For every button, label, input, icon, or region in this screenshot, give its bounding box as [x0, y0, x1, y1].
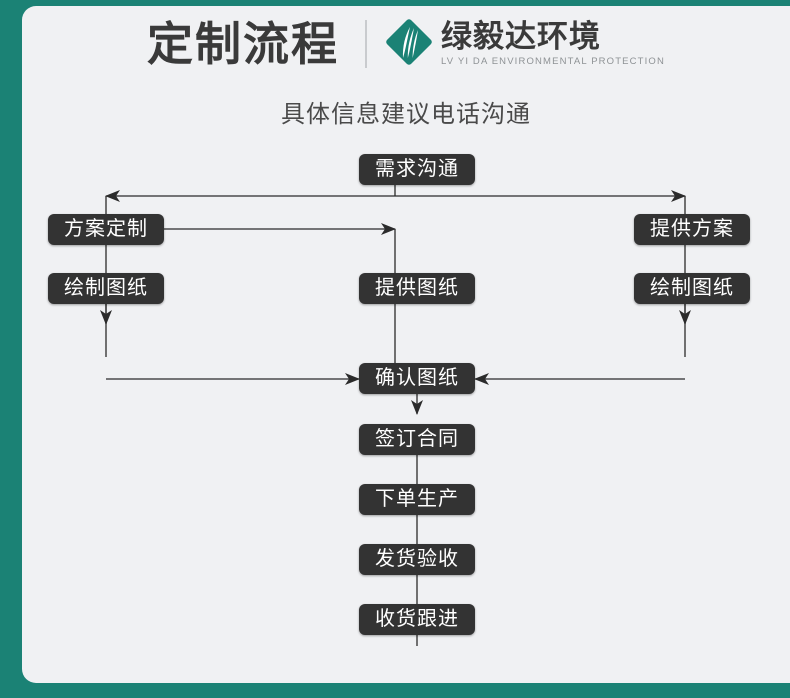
flow-node-ship[interactable]: 发货验收 [359, 544, 475, 575]
logo-wordmark: 绿毅达环境 LV YI DA ENVIRONMENTAL PROTECTION [441, 21, 665, 67]
flow-diagram: 需求沟通方案定制 提供方案绘制图纸 提供图纸 绘制图纸确认图纸签订合同下单生产发货验收… [22, 6, 790, 683]
page-subtitle: 具体信息建议电话沟通 [281, 101, 531, 128]
flow-connectors [100, 185, 691, 646]
flow-node-provide-plan[interactable]: 提供方案 [634, 214, 750, 245]
flow-node-sign[interactable]: 签订合同 [359, 424, 475, 455]
header-divider [365, 20, 368, 68]
flow-node-draw-left[interactable]: 绘制图纸 [48, 273, 164, 304]
flow-node-provide-draw[interactable]: 提供图纸 [359, 273, 475, 304]
content-panel: 定制流程 绿毅达环境 LV YI DA ENVIRONMENTAL PROTEC… [22, 6, 790, 683]
flow-node-start[interactable]: 需求沟通 [359, 154, 475, 185]
logo-brand-cn: 绿毅达环境 [441, 19, 602, 55]
flow-node-draw-right[interactable]: 绘制图纸 [634, 273, 750, 304]
brand-logo: 绿毅达环境 LV YI DA ENVIRONMENTAL PROTECTION [384, 17, 665, 68]
flow-node-confirm-draw[interactable]: 确认图纸 [359, 363, 475, 394]
logo-leaf-blades-icon [402, 27, 419, 58]
flow-node-order[interactable]: 下单生产 [359, 484, 475, 515]
flow-node-plan-custom[interactable]: 方案定制 [48, 214, 164, 245]
page-header: 定制流程 绿毅达环境 LV YI DA ENVIRONMENTAL PROTEC… [22, 17, 790, 70]
leaf-diamond-logo-icon [384, 17, 434, 68]
logo-brand-en: LV YI DA ENVIRONMENTAL PROTECTION [441, 55, 665, 67]
page-title: 定制流程 [147, 18, 340, 70]
flow-node-followup[interactable]: 收货跟进 [359, 604, 475, 635]
